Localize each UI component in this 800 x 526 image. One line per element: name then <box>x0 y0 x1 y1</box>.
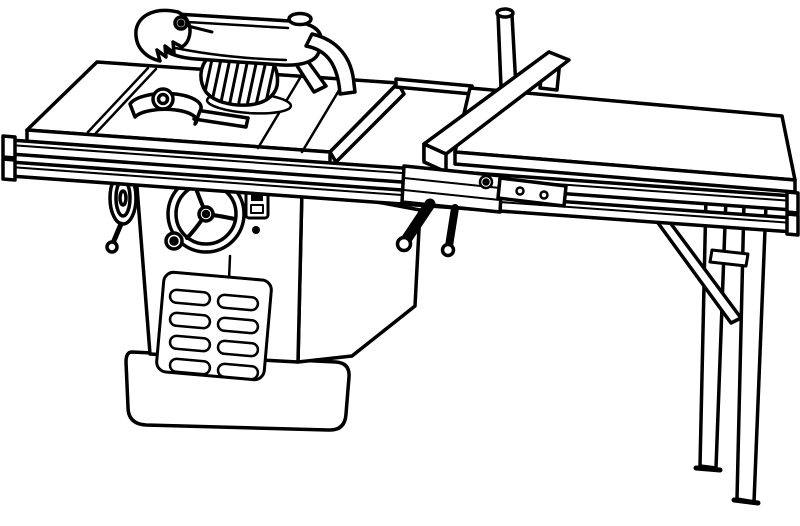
leg-stretcher <box>708 248 750 268</box>
miter-slot <box>86 66 158 135</box>
back-leg-foot <box>693 465 723 473</box>
front-leg <box>735 200 768 504</box>
fence-head <box>400 164 568 214</box>
rail-end-cap-right <box>785 190 800 215</box>
fence-aux-handle <box>440 204 459 258</box>
tilt-crank-knob <box>105 240 119 254</box>
fence-lock-lever <box>395 198 436 253</box>
louver-vents <box>155 270 273 382</box>
back-leg <box>698 194 728 470</box>
switch-toggle <box>251 192 263 201</box>
front-leg-foot <box>731 497 761 506</box>
rail-end-cap-left-lower <box>1 157 17 182</box>
rear-rail <box>394 77 474 96</box>
rail-end-cap-right-lower <box>785 212 800 237</box>
miter-gauge <box>128 87 250 129</box>
rail-end-cap-left <box>1 134 17 160</box>
anti-kickback-pawl <box>134 8 214 63</box>
switch-indicator <box>252 226 260 234</box>
cabinet-side-panel <box>296 186 422 364</box>
fence-rail-bracket <box>496 176 568 208</box>
tilt-crank-arm <box>110 221 124 246</box>
height-handwheel <box>164 174 246 254</box>
fence-rear-post <box>495 7 518 90</box>
guard-pivot-cap <box>287 11 313 27</box>
pawl-link-rod <box>186 24 214 34</box>
rip-fence <box>395 50 571 258</box>
guard-support-arm <box>304 32 357 96</box>
extension-legs <box>693 194 768 506</box>
